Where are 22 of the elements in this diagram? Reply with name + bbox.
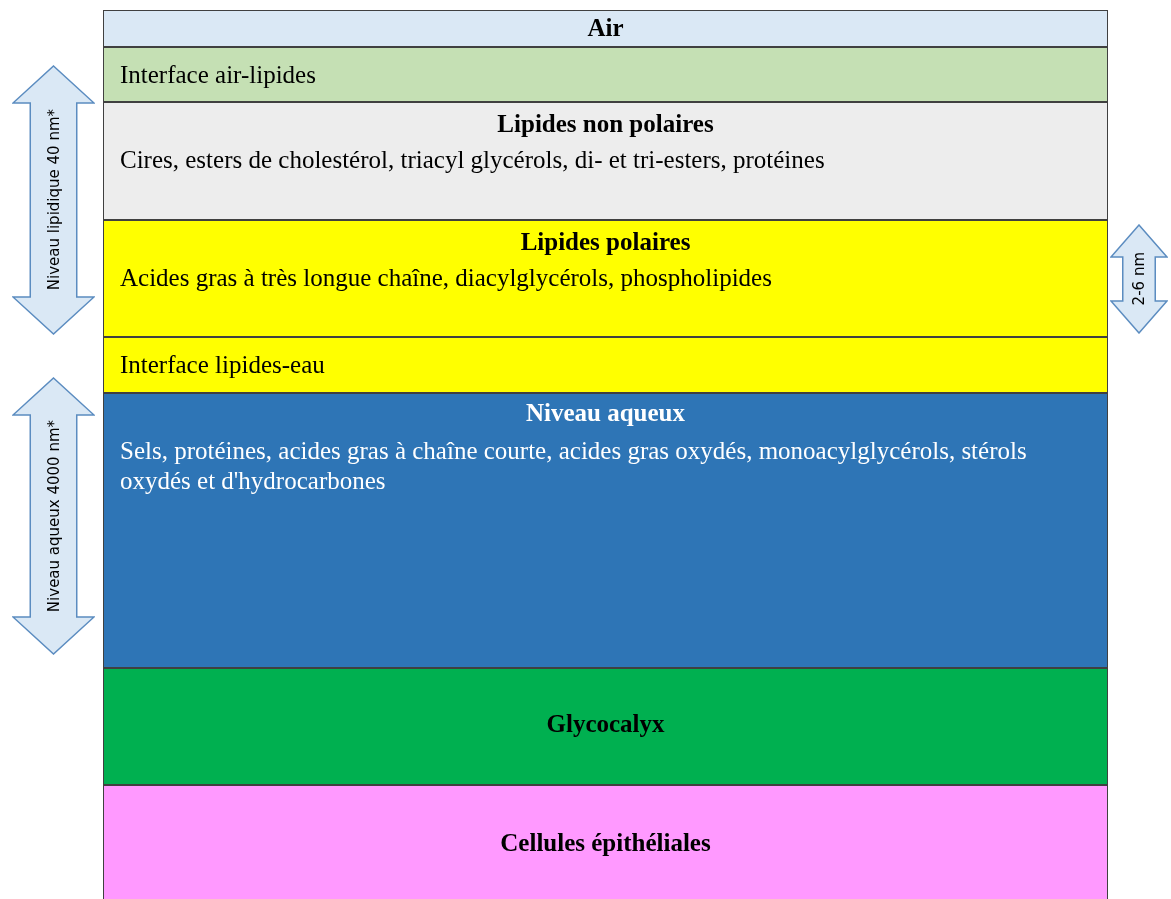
layer-title: Lipides non polaires	[496, 109, 715, 139]
layer-title: Niveau aqueux	[524, 398, 687, 428]
layer-title: Cellules épithéliales	[499, 828, 712, 858]
layer-description: Interface lipides-eau	[120, 350, 326, 380]
layer-description: Acides gras à très longue chaîne, diacylglycérols, phospholipides	[120, 263, 773, 293]
layer-band	[103, 47, 1108, 102]
layer-band	[103, 668, 1108, 785]
dimension-label: Niveau lipidique 40 nm*	[44, 109, 63, 291]
layer-description: Interface air-lipides	[120, 60, 317, 90]
layer-band	[103, 785, 1108, 899]
layer-band	[103, 393, 1108, 668]
layer-band	[103, 337, 1108, 393]
dimension-label: Niveau aqueux 4000 nm*	[44, 419, 63, 613]
layer-description: Sels, protéines, acides gras à chaîne courte, acides gras oxydés, monoacylglycérols, stérols oxydés et d'hydrocarbones	[120, 436, 1028, 496]
layer-title: Air	[586, 13, 625, 43]
dimension-label: 2-6 nm	[1130, 252, 1148, 306]
layer-band	[103, 220, 1108, 337]
layer-band	[103, 10, 1108, 47]
layer-band	[103, 102, 1108, 220]
layer-title: Lipides polaires	[519, 227, 692, 257]
layer-title: Glycocalyx	[545, 709, 666, 739]
layer-description: Cires, esters de cholestérol, triacyl glycérols, di- et tri-esters, protéines	[120, 145, 826, 175]
